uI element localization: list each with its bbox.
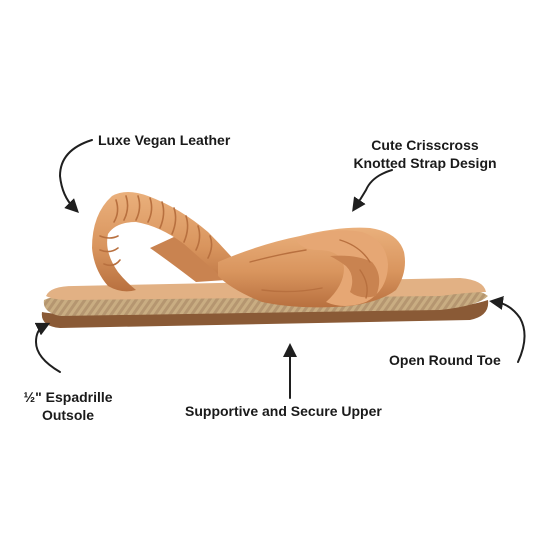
arrow-strap-design <box>352 169 393 212</box>
slingback-strap <box>92 192 236 292</box>
callout-vegan-leather: Luxe Vegan Leather <box>98 132 231 148</box>
callout-strap-design: Cute Crisscross Knotted Strap Design <box>340 136 510 172</box>
callout-strap-line1: Cute Crisscross <box>371 137 479 153</box>
ruching-marks <box>99 195 213 267</box>
callout-outsole-line2: Outsole <box>41 407 95 423</box>
callout-outsole-line1: ½" Espadrille <box>23 389 113 405</box>
callout-arrows <box>34 139 526 399</box>
callout-open-toe: Open Round Toe <box>389 352 501 368</box>
callout-outsole: ½" Espadrille Outsole <box>18 388 118 424</box>
side-strap <box>150 236 226 282</box>
callout-upper: Supportive and Secure Upper <box>185 403 382 419</box>
arrow-vegan-leather <box>58 139 93 213</box>
callout-strap-line2: Knotted Strap Design <box>353 155 497 171</box>
arrow-open-toe <box>489 296 526 363</box>
arrow-outsole <box>34 322 61 373</box>
outsole <box>41 300 489 328</box>
vamp-creases <box>249 239 371 299</box>
